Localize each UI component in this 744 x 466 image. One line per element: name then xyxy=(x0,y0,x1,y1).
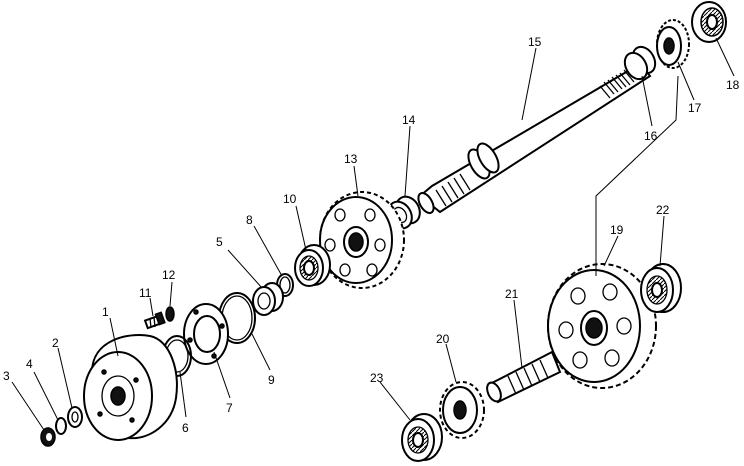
callout-14: 14 xyxy=(402,113,416,127)
callout-20: 20 xyxy=(436,332,450,346)
part-1-housing xyxy=(83,334,178,441)
part-16-collar xyxy=(623,45,657,81)
callout-8: 8 xyxy=(246,213,253,227)
part-13-large-gear xyxy=(319,191,405,289)
leader-lines xyxy=(11,37,735,431)
part-19-large-gear xyxy=(547,263,657,389)
part-11-bolt xyxy=(143,311,166,330)
assembly-link-line xyxy=(595,75,679,276)
callout-5: 5 xyxy=(216,235,223,249)
part-23-bearing xyxy=(401,413,443,462)
part-2-washer xyxy=(67,406,83,428)
part-12-washer xyxy=(165,306,175,322)
callout-16: 16 xyxy=(644,129,658,143)
part-18-bearing xyxy=(691,1,727,43)
part-10-bearing xyxy=(294,244,331,287)
callout-13: 13 xyxy=(344,152,358,166)
callout-4: 4 xyxy=(26,357,33,371)
part-3-nut xyxy=(40,427,56,447)
callout-22: 22 xyxy=(656,203,670,217)
callout-7: 7 xyxy=(226,401,233,415)
part-22-bearing xyxy=(640,263,682,313)
part-20-small-gear xyxy=(439,381,485,439)
callout-11: 11 xyxy=(139,286,152,300)
callout-6: 6 xyxy=(182,421,189,435)
callout-3: 3 xyxy=(3,369,10,383)
callout-18: 18 xyxy=(726,78,740,92)
callout-19: 19 xyxy=(610,223,624,237)
part-15-main-shaft xyxy=(417,62,652,214)
callout-21: 21 xyxy=(505,287,519,301)
part-21-countershaft xyxy=(486,350,562,404)
callout-2: 2 xyxy=(52,336,59,350)
part-17-gear xyxy=(656,19,690,69)
callout-9: 9 xyxy=(268,373,275,387)
callout-17: 17 xyxy=(688,101,702,115)
callout-labels: 1 2 3 4 5 6 7 8 9 10 11 12 13 14 15 16 1… xyxy=(3,35,740,435)
callout-23: 23 xyxy=(370,371,384,385)
callout-15: 15 xyxy=(528,35,542,49)
part-5-sleeve xyxy=(252,282,284,316)
part-4-washer xyxy=(55,417,67,435)
callout-1: 1 xyxy=(102,305,109,319)
callout-12: 12 xyxy=(162,268,176,282)
part-7-retainer-plate xyxy=(183,303,229,365)
callout-10: 10 xyxy=(283,192,297,206)
